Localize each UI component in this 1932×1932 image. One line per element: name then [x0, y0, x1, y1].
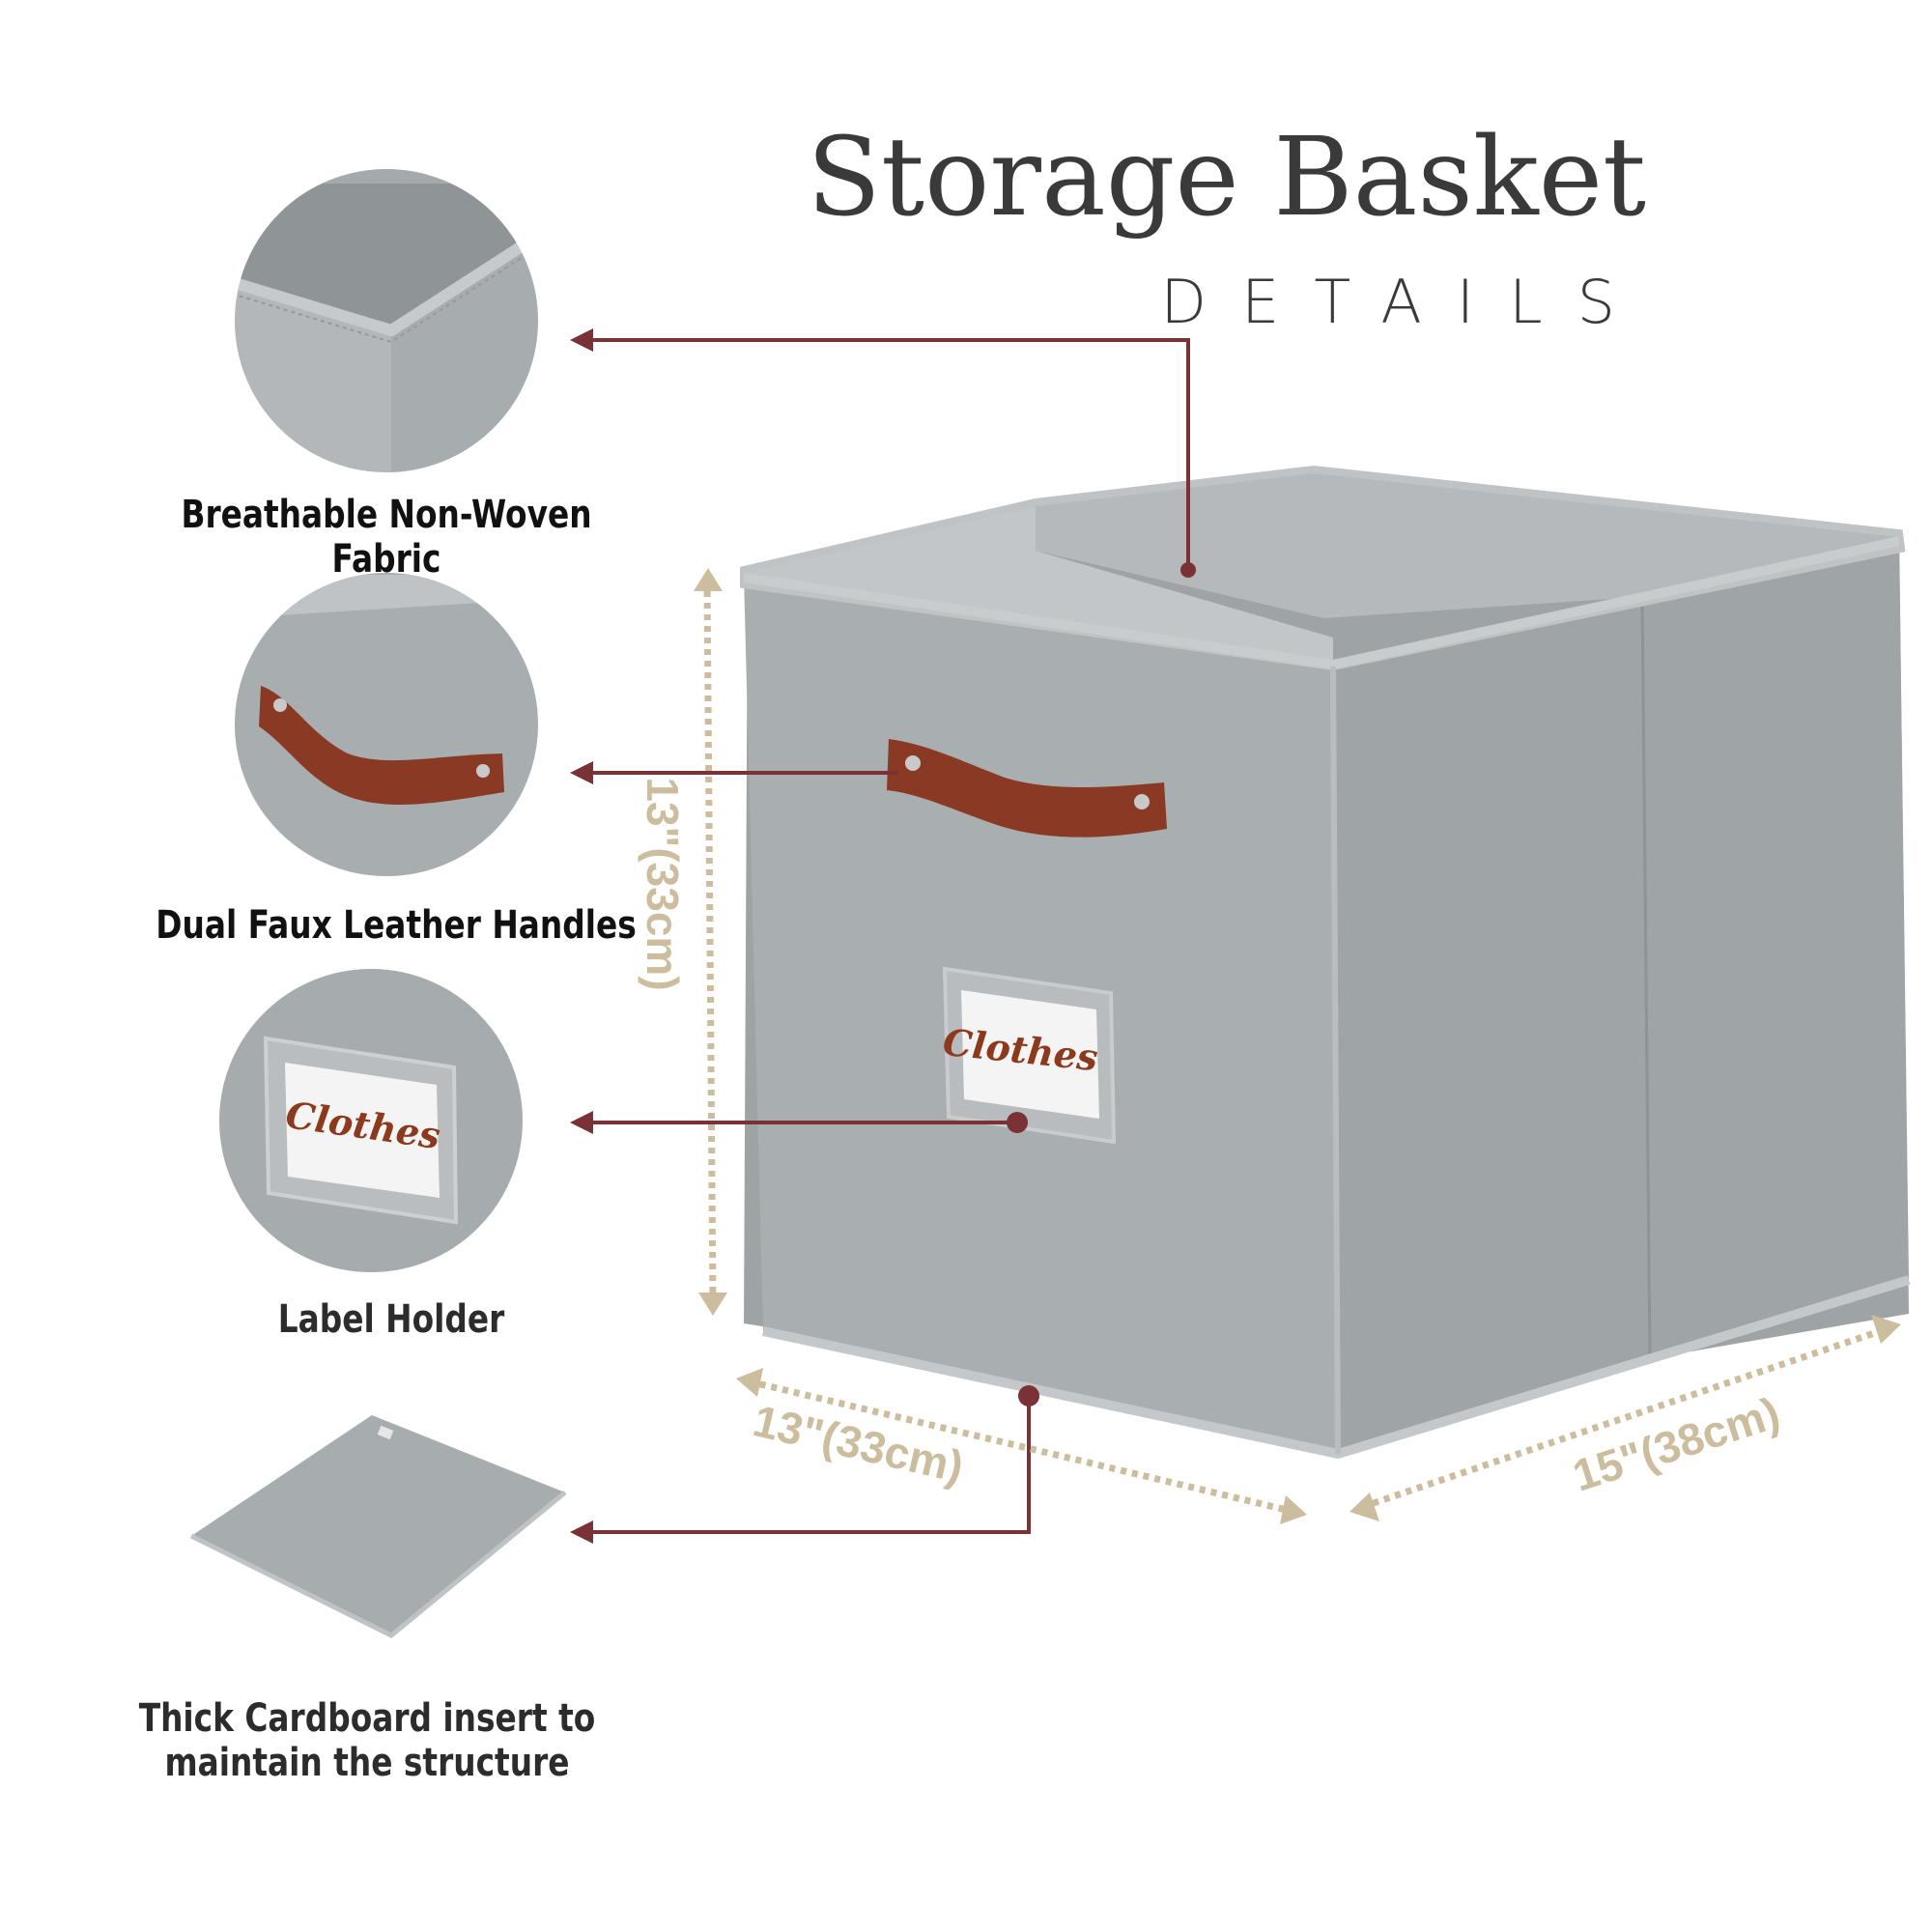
width-dimension-line: [748, 1378, 1295, 1516]
feature-label-fabric: Breathable Non-Woven Fabric: [181, 493, 592, 582]
label-holder-leader-dot: [1007, 1112, 1028, 1133]
dimension-lines: [703, 579, 1890, 1516]
page-subtitle: DETAILS: [1160, 267, 1650, 337]
handle-image: [887, 739, 1167, 838]
storage-basket-image: Clothes: [740, 465, 1911, 1460]
feature-label-label-holder: Label Holder: [277, 1297, 505, 1342]
depth-dimension-label: 15"(38cm): [1567, 1387, 1786, 1501]
height-dimension-label: 13"(33cm): [638, 777, 688, 990]
label-holder-image: Clothes: [941, 966, 1117, 1145]
cardboard-insert-image: [189, 1415, 567, 1638]
height-dimension-line: [703, 579, 717, 1305]
fabric-leader-dot: [1180, 562, 1196, 578]
fabric-leader-line: [570, 328, 1190, 570]
leader-lines: [570, 328, 1190, 1544]
label-holder-detail-image: Clothes: [218, 968, 524, 1273]
leader-dots: [1007, 562, 1196, 1406]
page-title: Storage Basket: [807, 115, 1646, 241]
insert-leader-dot: [1018, 1385, 1039, 1406]
insert-leader-line: [570, 1396, 1031, 1544]
width-dimension-label: 13"(33cm): [749, 1395, 968, 1492]
feature-label-handles: Dual Faux Leather Handles: [156, 903, 637, 948]
fabric-detail-image: [234, 168, 539, 473]
feature-label-cardboard-insert: Thick Cardboard insert to maintain the s…: [138, 1696, 596, 1785]
dimension-arrowheads: [694, 568, 1901, 1524]
